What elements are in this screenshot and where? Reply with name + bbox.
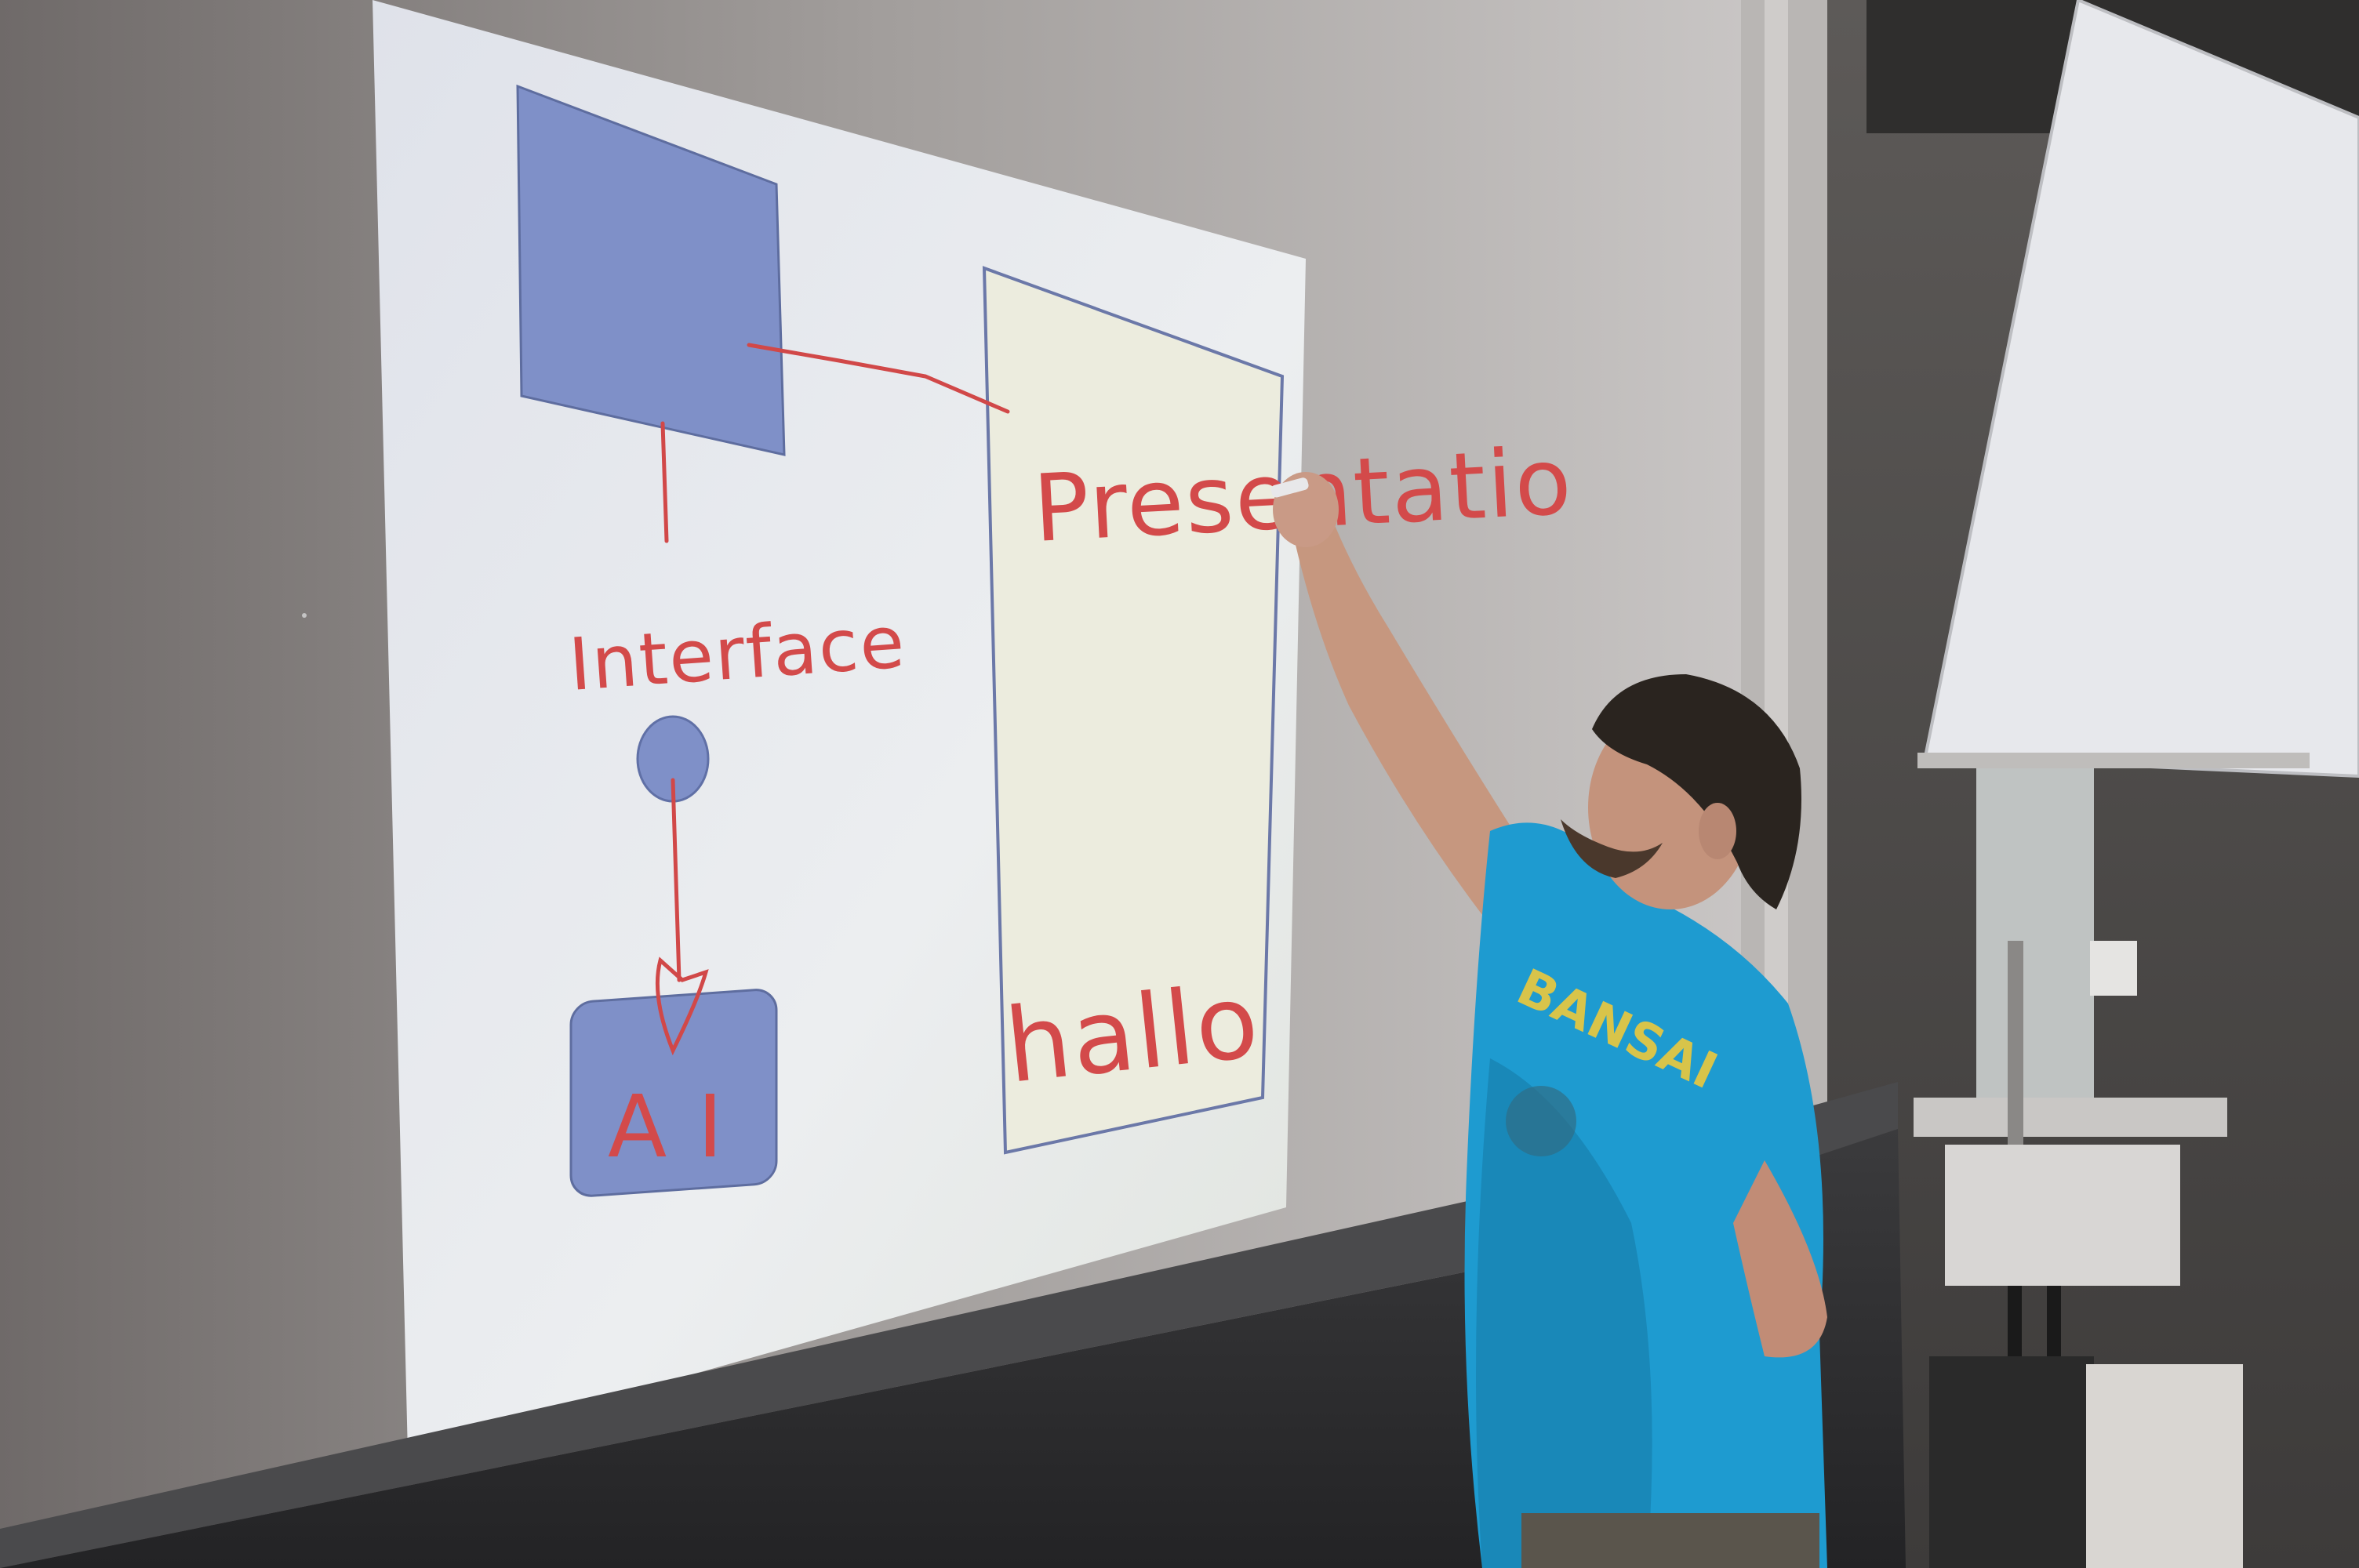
person: BANSAI bbox=[1270, 472, 1827, 1568]
board-rail bbox=[0, 1082, 1898, 1568]
pen-icon bbox=[1270, 477, 1309, 498]
pillar-highlight bbox=[1765, 0, 1788, 1098]
person-shorts bbox=[1521, 1513, 1819, 1568]
label-ai: A I bbox=[608, 1076, 725, 1177]
screen-bar bbox=[1917, 753, 2310, 768]
person-lower-arm bbox=[1733, 1160, 1827, 1358]
person-raised-arm bbox=[1286, 490, 1514, 925]
label-hallo: hallo bbox=[1000, 961, 1265, 1106]
ink-strokes bbox=[655, 343, 1010, 1056]
person-ear bbox=[1699, 803, 1736, 859]
shirt-shading bbox=[1476, 1058, 1652, 1568]
overhead-projector bbox=[1914, 941, 2227, 1568]
person-beard bbox=[1561, 819, 1663, 878]
diagram-panel-presentation bbox=[982, 266, 1285, 1155]
diagram-box-ai bbox=[569, 989, 778, 1197]
projector-screen-right bbox=[1923, 0, 2359, 779]
trash-bin bbox=[1929, 1356, 2094, 1568]
sensor-dot bbox=[302, 613, 307, 618]
person-hair bbox=[1592, 674, 1801, 909]
cardboard-box bbox=[2086, 1364, 2243, 1568]
diagram-box-top bbox=[516, 84, 786, 456]
window-pane bbox=[1976, 768, 2094, 1113]
lower-wall bbox=[0, 1129, 1906, 1568]
shirt-print-graphic bbox=[1506, 1086, 1576, 1156]
